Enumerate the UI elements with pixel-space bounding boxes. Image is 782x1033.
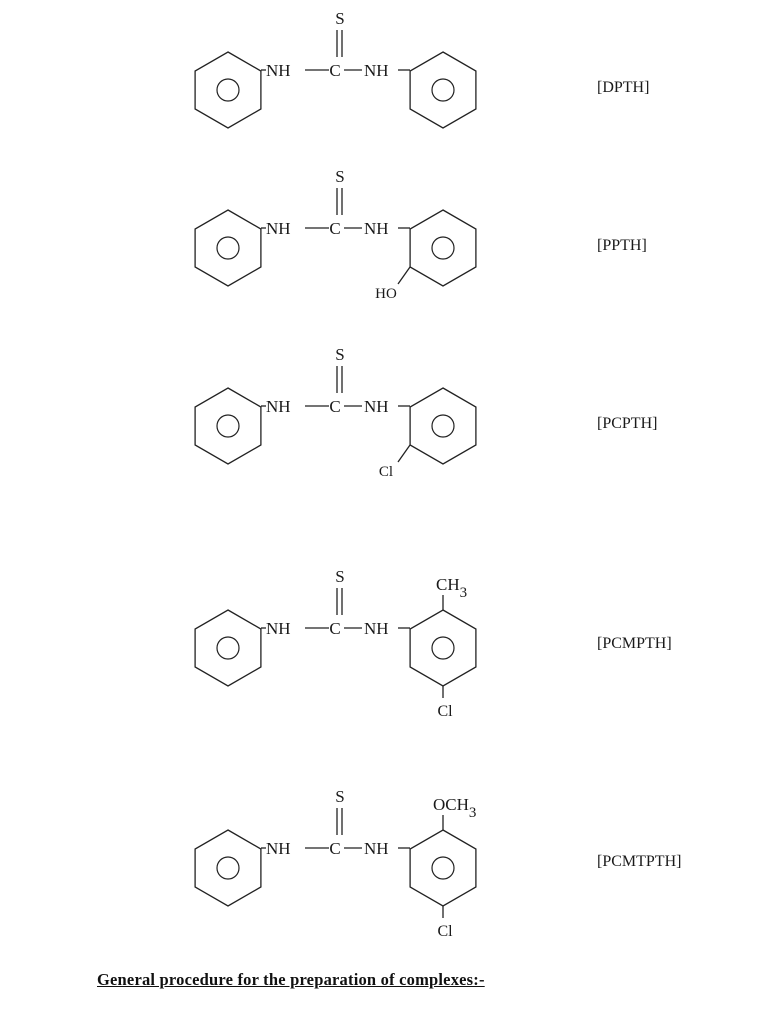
phenyl-ring-right	[409, 51, 477, 129]
subscript: 3	[460, 585, 468, 601]
substituent-och: OCH3	[433, 795, 476, 821]
nh-group-right: NH	[364, 619, 389, 638]
nh-group-right: NH	[364, 219, 389, 238]
aromatic-circle	[216, 78, 240, 102]
thiocarbonyl-carbon: C	[329, 839, 340, 858]
thiocarbonyl-carbon: C	[329, 397, 340, 416]
compound-label: [DPTH]	[597, 79, 649, 96]
phenyl-ring-right	[409, 387, 477, 465]
sulfur-atom: S	[335, 345, 344, 364]
aromatic-circle	[216, 414, 240, 438]
aromatic-circle	[431, 236, 455, 260]
sulfur-atom: S	[335, 167, 344, 186]
phenyl-ring-right	[409, 209, 477, 287]
sulfur-atom: S	[335, 567, 344, 586]
substituent-ch: CH3	[436, 575, 467, 601]
structure-pcpth: NH C NH S Cl [PCPTH]	[194, 345, 657, 480]
nh-group-left: NH	[266, 839, 291, 858]
aromatic-circle	[216, 856, 240, 880]
compound-label: [PCMPTH]	[597, 635, 672, 652]
aromatic-circle	[216, 636, 240, 660]
phenyl-ring-left	[194, 609, 262, 687]
section-heading: General procedure for the preparation of…	[97, 970, 485, 989]
thiocarbonyl-carbon: C	[329, 219, 340, 238]
substituent-cl: Cl	[437, 703, 453, 720]
phenyl-ring-left	[194, 387, 262, 465]
phenyl-ring-right	[409, 609, 477, 687]
structure-ppth: NH C NH S HO [PPTH]	[194, 167, 647, 302]
substituent-ho: HO	[375, 286, 397, 302]
nh-group-left: NH	[266, 219, 291, 238]
subscript: 3	[469, 805, 477, 821]
nh-group-left: NH	[266, 619, 291, 638]
sulfur-atom: S	[335, 787, 344, 806]
phenyl-ring-left	[194, 829, 262, 907]
bond-line	[397, 266, 411, 285]
nh-group-right: NH	[364, 839, 389, 858]
phenyl-ring-left	[194, 209, 262, 287]
aromatic-circle	[431, 636, 455, 660]
thiocarbonyl-carbon: C	[329, 619, 340, 638]
substituent-cl: Cl	[437, 923, 453, 940]
nh-group-right: NH	[364, 397, 389, 416]
compound-label: [PPTH]	[597, 237, 647, 254]
compound-label: [PCPTH]	[597, 415, 657, 432]
bond-line	[397, 444, 411, 463]
phenyl-ring-right	[409, 829, 477, 907]
compound-label: [PCMTPTH]	[597, 853, 681, 870]
substituent-cl: Cl	[379, 464, 393, 480]
aromatic-circle	[431, 856, 455, 880]
nh-group-right: NH	[364, 61, 389, 80]
nh-group-left: NH	[266, 61, 291, 80]
phenyl-ring-left	[194, 51, 262, 129]
structure-dpth: NH C NH S [DPTH]	[194, 9, 649, 129]
thiocarbonyl-carbon: C	[329, 61, 340, 80]
aromatic-circle	[431, 78, 455, 102]
aromatic-circle	[431, 414, 455, 438]
nh-group-left: NH	[266, 397, 291, 416]
sulfur-atom: S	[335, 9, 344, 28]
aromatic-circle	[216, 236, 240, 260]
